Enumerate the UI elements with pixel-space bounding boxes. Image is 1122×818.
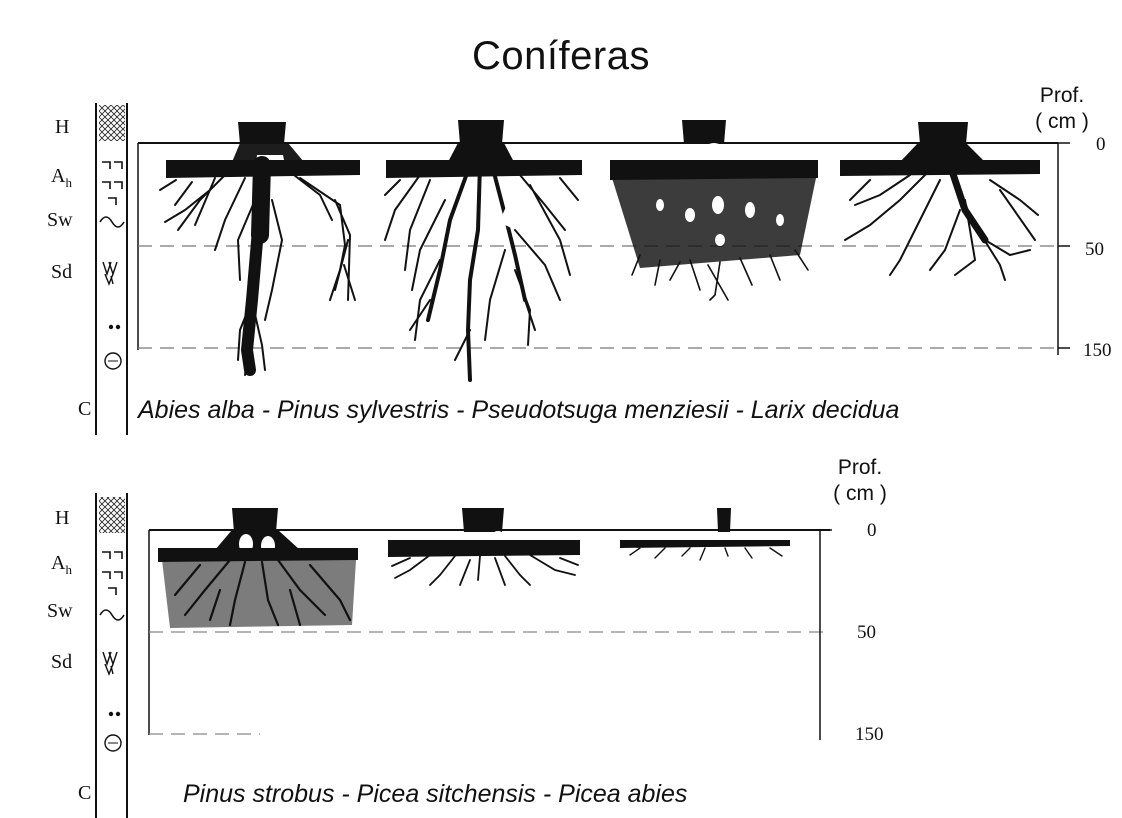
ah-layer-pattern [102, 162, 122, 205]
sd-layer-pattern [103, 262, 117, 284]
root-system-abies-alba [160, 122, 360, 375]
dots-icon [109, 325, 113, 329]
root-system-picea-abies [620, 508, 790, 560]
ah-layer-pattern [102, 552, 122, 595]
soil-horizon-column [96, 103, 127, 435]
soil-horizon-column [96, 493, 127, 818]
dots-icon [109, 712, 113, 716]
root-system-picea-sitchensis [388, 508, 580, 585]
dots-icon [116, 712, 120, 716]
sw-layer-wave [100, 217, 124, 227]
humus-layer-pattern [99, 105, 125, 141]
root-system-pseudotsuga-menziesii [610, 120, 818, 300]
root-system-pinus-strobus [158, 508, 358, 628]
root-system-pinus-sylvestris [385, 120, 582, 380]
sd-layer-pattern [103, 652, 117, 674]
sw-layer-wave [100, 610, 124, 620]
root-system-larix-decidua [840, 122, 1040, 280]
humus-layer-pattern [99, 497, 125, 533]
dots-icon [116, 325, 120, 329]
